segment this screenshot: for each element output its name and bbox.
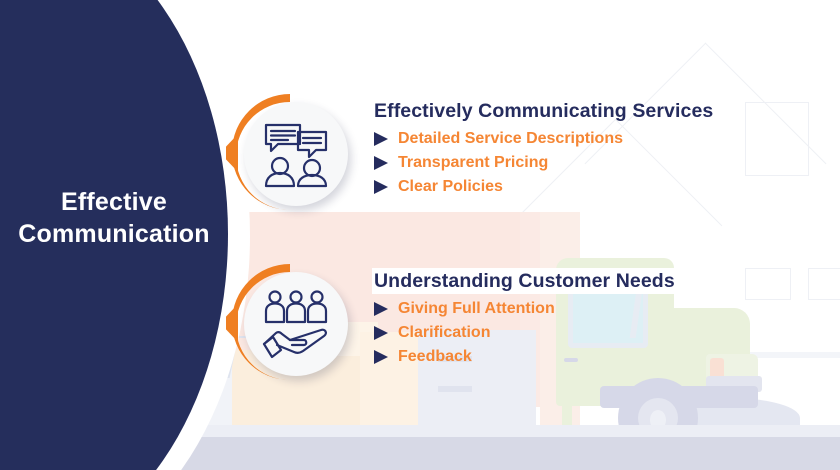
page-title: Effective Communication xyxy=(0,186,228,250)
triangle-bullet-icon xyxy=(374,180,388,194)
triangle-bullet-icon xyxy=(374,156,388,170)
triangle-bullet-icon xyxy=(374,302,388,316)
shelf-line-2 xyxy=(438,386,472,392)
two-people-chat-bubbles-icon xyxy=(244,102,348,206)
list-item-label: Clarification xyxy=(398,324,491,341)
truck-step xyxy=(562,398,572,444)
heading-backdrop-2 xyxy=(372,268,722,294)
list-item[interactable]: Giving Full Attention xyxy=(374,300,675,318)
list-item[interactable]: Detailed Service Descriptions xyxy=(374,130,713,148)
badge-understanding-customer-needs[interactable] xyxy=(226,258,354,386)
orange-arc-1 xyxy=(226,88,354,216)
list-item-label: Feedback xyxy=(398,348,472,365)
three-people-on-hand-icon xyxy=(244,272,348,376)
page-title-line-2: Communication xyxy=(18,220,210,248)
block-title-1: Effectively Communicating Services xyxy=(374,100,714,122)
truck-door-handle xyxy=(564,358,578,362)
window-outline-3 xyxy=(808,268,840,300)
list-item-label: Transparent Pricing xyxy=(398,154,549,171)
list-item-label: Clear Policies xyxy=(398,178,503,195)
shelf-line-1 xyxy=(438,356,472,362)
list-item[interactable]: Feedback xyxy=(374,348,675,366)
page-title-line-1: Effective xyxy=(60,188,167,216)
hero-shape xyxy=(0,0,228,470)
ground-highlight xyxy=(180,425,840,439)
window-outline-2 xyxy=(745,268,791,300)
list-item-label: Giving Full Attention xyxy=(398,300,555,317)
orange-arc-2 xyxy=(226,258,354,386)
triangle-bullet-icon xyxy=(374,350,388,364)
shelf-unit xyxy=(418,330,536,438)
list-item[interactable]: Clear Policies xyxy=(374,178,713,196)
carton-small xyxy=(360,332,420,438)
content-block-2: Understanding Customer Needs Giving Full… xyxy=(374,270,675,372)
list-item[interactable]: Clarification xyxy=(374,324,675,342)
list-item[interactable]: Transparent Pricing xyxy=(374,154,713,172)
truck-headlight xyxy=(710,358,724,380)
badge-effectively-communicating-services[interactable] xyxy=(226,88,354,216)
triangle-bullet-icon xyxy=(374,132,388,146)
list-item-label: Detailed Service Descriptions xyxy=(398,130,623,147)
content-block-1: Effectively Communicating Services Detai… xyxy=(374,100,713,202)
triangle-bullet-icon xyxy=(374,326,388,340)
window-outline-1 xyxy=(745,102,809,176)
block-title-2: Understanding Customer Needs xyxy=(374,270,675,292)
